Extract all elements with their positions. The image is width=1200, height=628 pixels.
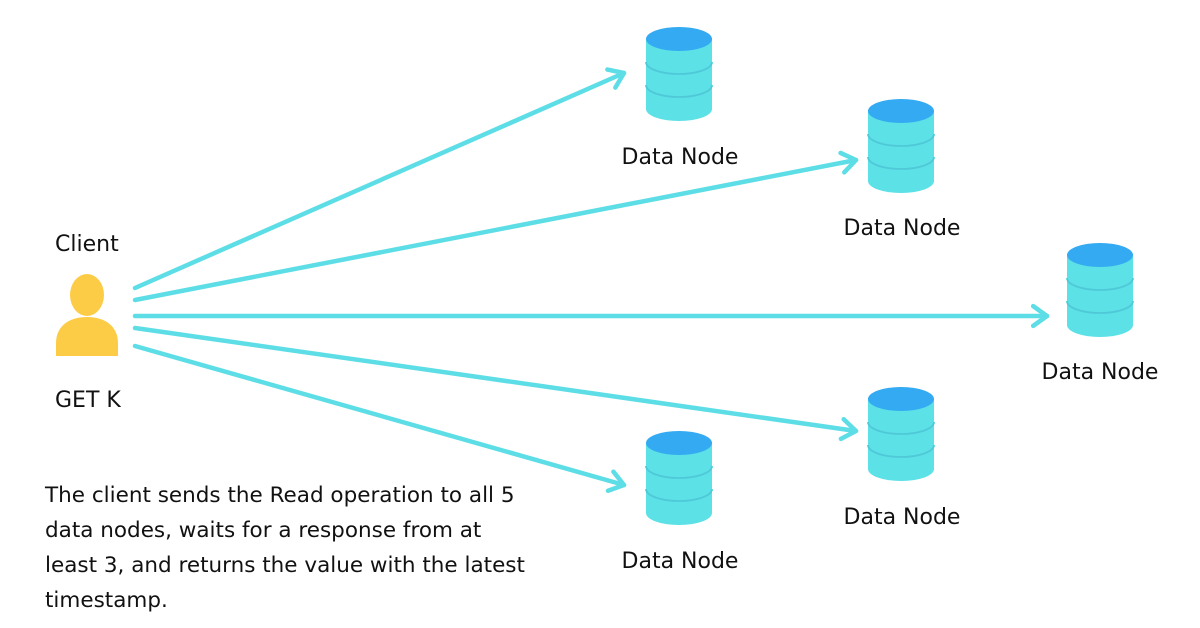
data-node-label: Data Node bbox=[621, 549, 739, 574]
client-label: Client bbox=[55, 232, 119, 257]
database-nodes-group bbox=[645, 27, 1134, 525]
database-icon bbox=[645, 27, 713, 121]
request-arrow bbox=[132, 150, 859, 303]
data-node-label: Data Node bbox=[843, 216, 961, 241]
database-icon bbox=[645, 431, 713, 525]
user-body bbox=[56, 317, 118, 356]
data-node-label: Data Node bbox=[621, 145, 739, 170]
database-icon bbox=[1066, 243, 1134, 337]
data-node-label: Data Node bbox=[843, 505, 961, 530]
request-arrow bbox=[132, 303, 1050, 329]
request-arrow bbox=[132, 325, 859, 442]
data-node-label: Data Node bbox=[1041, 360, 1159, 385]
database-icon bbox=[867, 99, 935, 193]
description-text: The client sends the Read operation to a… bbox=[45, 483, 525, 613]
user-icon bbox=[56, 274, 118, 356]
request-label: GET K bbox=[55, 388, 121, 413]
request-arrow bbox=[132, 343, 627, 493]
database-icon bbox=[867, 387, 935, 481]
arrows-group bbox=[132, 67, 1050, 493]
user-head bbox=[70, 274, 104, 316]
request-arrow bbox=[132, 67, 627, 291]
